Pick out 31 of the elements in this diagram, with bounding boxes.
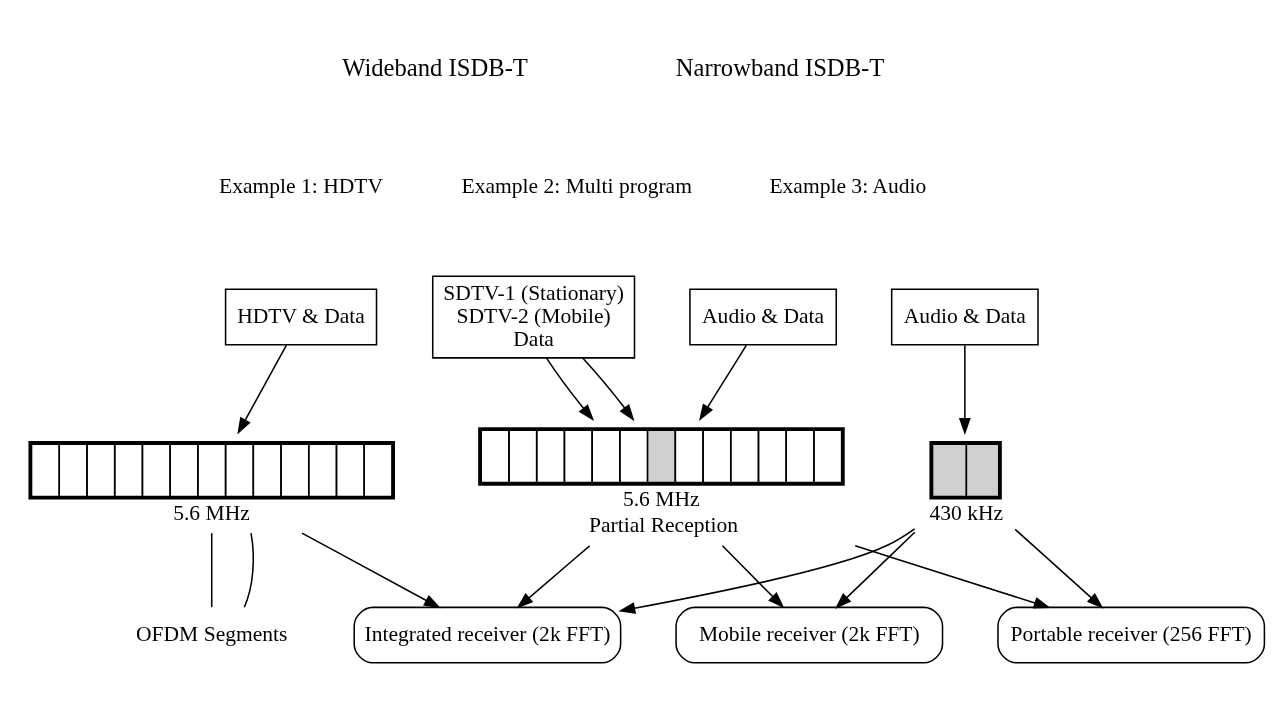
node-box: Audio & Data <box>689 288 837 346</box>
arrow <box>516 544 591 609</box>
arrow <box>581 356 635 421</box>
arrow <box>301 531 441 608</box>
arrow <box>854 544 1051 608</box>
node-box: Audio & Data <box>890 288 1039 346</box>
arrow <box>618 527 916 614</box>
node-box: SDTV-1 (Stationary) SDTV-2 (Mobile) Data <box>431 275 636 359</box>
arrow <box>958 344 971 435</box>
arrow <box>237 344 288 435</box>
node-box: Mobile receiver (2k FFT) <box>675 606 944 664</box>
label: Example 1: HDTV <box>219 173 384 198</box>
label: Wideband ISDB-T <box>342 53 528 81</box>
node-box: Portable receiver (256 FFT) <box>997 606 1266 664</box>
arrow <box>1014 528 1104 609</box>
label: Example 2: Multi program <box>461 173 692 198</box>
node-label: Partial Reception <box>589 512 739 537</box>
arrow <box>834 531 916 609</box>
node-label: 430 kHz <box>929 500 1004 525</box>
node-label: 5.6 MHz <box>173 500 250 525</box>
label: Example 3: Audio <box>769 173 927 198</box>
node-label: 5.6 MHz <box>622 486 700 511</box>
node-text: OFDM Segments <box>136 621 288 646</box>
node-box: HDTV & Data <box>224 288 378 346</box>
connector <box>210 531 213 608</box>
arrow <box>699 344 748 421</box>
arrow <box>545 356 595 421</box>
node-box: Integrated receiver (2k FFT) <box>353 606 622 664</box>
label: Narrowband ISDB-T <box>675 53 885 81</box>
arrow <box>721 544 785 608</box>
connector <box>243 531 255 608</box>
